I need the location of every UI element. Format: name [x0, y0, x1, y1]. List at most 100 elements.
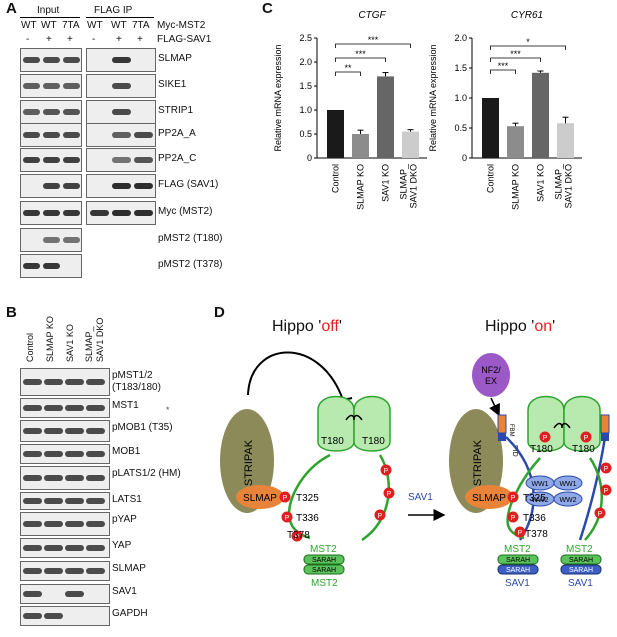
t325-right: T325	[523, 493, 546, 504]
y-tick-label: 1.0	[299, 105, 312, 115]
blot-b	[20, 444, 110, 464]
blot-ip	[86, 174, 156, 198]
blot-b	[20, 561, 110, 581]
x-tick-label: SLMAP_	[399, 163, 409, 200]
y-tick-label: 1.5	[454, 63, 467, 73]
blot-b	[20, 368, 110, 396]
band	[63, 83, 80, 89]
blot-input	[20, 228, 82, 252]
bar	[507, 126, 524, 158]
band	[63, 109, 80, 115]
band	[23, 132, 40, 138]
sarah-sav1-right-b-label: SARAH	[569, 567, 593, 574]
band	[86, 568, 105, 574]
sav-sign: +	[137, 34, 143, 45]
band	[134, 210, 153, 216]
band	[43, 237, 60, 243]
band	[43, 57, 60, 63]
band	[63, 57, 80, 63]
blot-b-label: SLMAP	[112, 563, 146, 574]
p-left-b3: P	[378, 513, 383, 520]
ww2-right: WW2	[559, 497, 576, 504]
lane-label: SLMAP KO	[45, 316, 55, 362]
band	[65, 498, 84, 504]
blot-input	[20, 48, 82, 72]
blot-b-label: MST1	[112, 400, 139, 411]
band	[23, 591, 42, 597]
band	[43, 157, 60, 163]
sarah-mst2-right-b-label: SARAH	[569, 557, 593, 564]
blot-input	[20, 74, 82, 98]
blot-row-label: PP2A_A	[158, 128, 196, 139]
band	[44, 498, 63, 504]
chart-title: CTGF	[358, 10, 386, 21]
band	[65, 428, 84, 434]
sav-label: FLAG-SAV1	[157, 34, 212, 45]
y-tick-label: 2.0	[299, 57, 312, 67]
sarah-left-bottom	[303, 564, 345, 575]
blot-b-label: pMST1/2	[112, 370, 153, 381]
pathway-diagram: STRIPAK T180 T180 SLMAP P P P P P P T325…	[220, 351, 612, 589]
x-tick-label: SAV1 KO	[536, 164, 546, 202]
sarah-sav1-right-a-label: SARAH	[506, 567, 530, 574]
blot-b-label: SAV1	[112, 586, 137, 597]
blot-row-label: pMST2 (T180)	[158, 233, 223, 244]
band	[23, 451, 42, 457]
stripak-label-left: STRIPAK	[243, 439, 255, 486]
blot-b-label: GAPDH	[112, 608, 148, 619]
band	[65, 379, 84, 385]
band	[86, 428, 105, 434]
blot-ip	[86, 201, 156, 225]
input-label: Input	[37, 5, 60, 16]
sarah-left-bottom-label: SARAH	[312, 567, 336, 574]
p-t336-left: P	[285, 515, 290, 522]
pid-left-label: PID	[511, 445, 518, 457]
chart-title: CYR61	[511, 10, 543, 21]
significance-bracket	[490, 57, 541, 62]
panel-d-letter: D	[214, 304, 225, 321]
hippo-on-title: Hippo 'on'	[485, 318, 556, 335]
p-t325-left: P	[283, 495, 288, 502]
lane-label: Control	[25, 332, 35, 362]
blot-input	[20, 148, 82, 172]
y-tick-label: 1.5	[299, 81, 312, 91]
col-label: 7TA	[132, 20, 150, 31]
band	[23, 428, 42, 434]
fbm-right	[600, 414, 610, 434]
band	[112, 109, 131, 115]
band	[86, 451, 105, 457]
lane-label: SLMAP_	[84, 326, 94, 362]
significance-bracket	[335, 57, 386, 62]
band	[23, 521, 42, 527]
p-left-b2: P	[387, 491, 392, 498]
linker-left-b	[361, 454, 391, 542]
pid-left-box	[498, 433, 506, 441]
band	[44, 545, 63, 551]
p-t180-right-a: P	[543, 435, 548, 442]
band	[43, 183, 60, 189]
band	[63, 183, 80, 189]
band	[86, 498, 105, 504]
bar	[532, 72, 549, 158]
x-tick-label: SLMAP_	[554, 163, 564, 200]
blot-b	[20, 492, 110, 510]
flagip-label: FLAG IP	[94, 5, 133, 16]
band	[43, 263, 60, 269]
band	[23, 263, 40, 269]
band	[86, 545, 105, 551]
blot-b-label: YAP	[112, 540, 132, 551]
p-t325-right: P	[511, 495, 516, 502]
col-label: WT	[111, 20, 127, 31]
blot-input	[20, 201, 82, 225]
band	[44, 568, 63, 574]
bar	[402, 131, 419, 158]
blot-row-label: PP2A_C	[158, 153, 197, 164]
sav1-linker-right	[578, 436, 607, 541]
blot-ip	[86, 48, 156, 72]
blot-ip	[86, 148, 156, 172]
band	[23, 613, 42, 619]
band	[23, 545, 42, 551]
p-t336-right: P	[511, 515, 516, 522]
t180-right-a: T180	[530, 444, 553, 455]
blot-input	[20, 100, 82, 124]
